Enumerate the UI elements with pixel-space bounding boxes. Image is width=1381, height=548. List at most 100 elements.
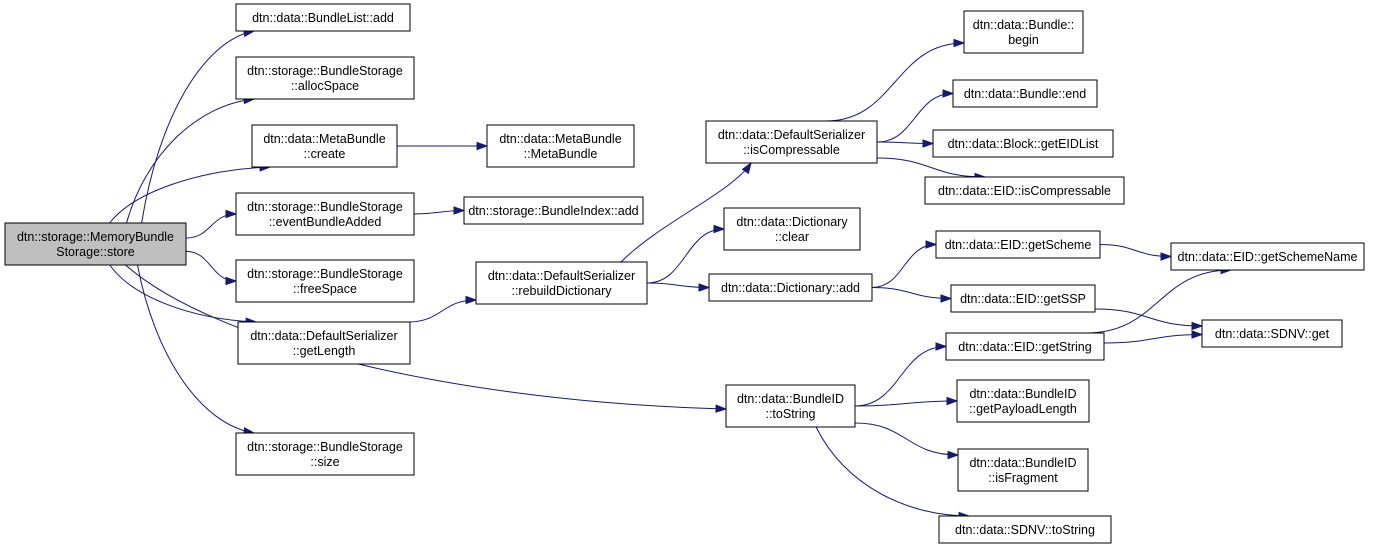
node-box xyxy=(251,124,398,168)
edge-line xyxy=(854,400,958,407)
node-iscomp[interactable]: dtn::data::DefaultSerializer::isCompress… xyxy=(705,120,878,164)
node-mb_create[interactable]: dtn::data::MetaBundle::create xyxy=(251,124,398,168)
arrowhead xyxy=(1191,321,1204,331)
node-eid_ssp[interactable]: dtn::data::EID::getSSP xyxy=(950,284,1096,313)
arrowhead xyxy=(741,161,752,175)
node-label: dtn::storage::MemoryBundle xyxy=(17,230,174,244)
node-dclear[interactable]: dtn::data::Dictionary::clear xyxy=(723,207,861,251)
node-mb_ctor[interactable]: dtn::data::MetaBundle::MetaBundle xyxy=(486,124,635,168)
edge-dadd-to-eid_scheme xyxy=(871,240,938,288)
node-label: dtn::storage::BundleStorage xyxy=(247,440,403,454)
node-label: dtn::data::Block::getEIDList xyxy=(948,137,1099,151)
edge-iscomp-to-blk_eid xyxy=(876,139,935,148)
arrowhead xyxy=(476,141,489,151)
node-label: begin xyxy=(1008,33,1039,47)
node-bid_frag[interactable]: dtn::data::BundleID::isFragment xyxy=(957,448,1089,492)
node-box xyxy=(963,10,1084,54)
node-getlen[interactable]: dtn::data::DefaultSerializer::getLength xyxy=(237,321,411,365)
arrowhead xyxy=(953,38,966,48)
node-box xyxy=(4,222,187,266)
edge-root-to-alloc xyxy=(126,95,256,224)
node-box xyxy=(725,384,856,428)
edge-dadd-to-eid_ssp xyxy=(871,287,953,303)
node-label: ::isFragment xyxy=(988,471,1058,485)
node-box xyxy=(1201,319,1343,348)
edge-rebuild-to-dadd xyxy=(646,282,711,292)
node-box xyxy=(1170,242,1365,271)
edge-iscomp-to-b_begin xyxy=(825,38,966,122)
node-alloc[interactable]: dtn::storage::BundleStorage::allocSpace xyxy=(235,56,415,100)
node-label: dtn::data::SDNV::get xyxy=(1215,327,1330,341)
edge-line xyxy=(871,244,937,288)
edge-line xyxy=(1085,269,1232,334)
node-box xyxy=(950,284,1096,313)
node-event[interactable]: dtn::storage::BundleStorage::eventBundle… xyxy=(235,192,415,236)
edge-root-to-getlen xyxy=(109,264,258,326)
node-eid_iscomp[interactable]: dtn::data::EID::isCompressable xyxy=(924,176,1125,205)
node-label: dtn::data::EID::getString xyxy=(958,340,1091,354)
node-size[interactable]: dtn::storage::BundleStorage::size xyxy=(235,432,415,476)
node-rebuild[interactable]: dtn::data::DefaultSerializer::rebuildDic… xyxy=(475,261,648,305)
node-label: ::eventBundleAdded xyxy=(269,215,382,229)
node-box xyxy=(475,261,648,305)
node-bid_payload[interactable]: dtn::data::BundleID::getPayloadLength xyxy=(956,379,1090,423)
node-label: ::rebuildDictionary xyxy=(511,284,612,298)
arrowhead xyxy=(925,240,938,249)
node-b_end[interactable]: dtn::data::Bundle::end xyxy=(952,79,1098,108)
arrowhead xyxy=(698,283,711,292)
node-box xyxy=(235,432,415,476)
node-sdnv_get[interactable]: dtn::data::SDNV::get xyxy=(1201,319,1343,348)
edge-eid_scheme-to-eid_schemename xyxy=(1099,244,1173,261)
edge-line xyxy=(854,422,959,456)
edge-eid_ssp-to-sdnv_get xyxy=(1094,308,1204,331)
node-label: ::MetaBundle xyxy=(524,147,598,161)
node-box xyxy=(705,120,878,164)
node-label: dtn::data::BundleID xyxy=(969,387,1076,401)
node-blk_eid[interactable]: dtn::data::Block::getEIDList xyxy=(932,129,1114,158)
node-label: dtn::storage::BundleStorage xyxy=(247,267,403,281)
edge-line xyxy=(876,93,954,143)
node-dadd[interactable]: dtn::data::Dictionary::add xyxy=(708,273,873,302)
node-bl_add[interactable]: dtn::data::BundleList::add xyxy=(235,3,411,32)
edge-line xyxy=(185,213,237,239)
node-bid_tostr[interactable]: dtn::data::BundleID::toString xyxy=(725,384,856,428)
edge-line xyxy=(1099,244,1172,257)
edge-line xyxy=(137,264,255,434)
node-label: dtn::data::Bundle::end xyxy=(964,87,1086,101)
edge-line xyxy=(620,162,752,263)
node-label: ::toString xyxy=(765,407,815,421)
node-bi_add[interactable]: dtn::storage::BundleIndex::add xyxy=(463,196,644,225)
node-b_begin[interactable]: dtn::data::Bundle::begin xyxy=(963,10,1084,54)
edge-root-to-free xyxy=(185,250,238,286)
arrowhead xyxy=(225,276,238,286)
node-box xyxy=(957,448,1089,492)
node-label: dtn::data::EID::getScheme xyxy=(945,238,1092,252)
arrowhead xyxy=(465,295,478,305)
node-box xyxy=(952,79,1098,108)
node-label: dtn::data::BundleList::add xyxy=(252,11,394,25)
node-box xyxy=(235,192,415,236)
node-eid_schemename[interactable]: dtn::data::EID::getSchemeName xyxy=(1170,242,1365,271)
node-label: dtn::data::Dictionary xyxy=(736,215,848,229)
node-box xyxy=(945,332,1105,361)
node-label: ::clear xyxy=(775,230,809,244)
edge-line xyxy=(1094,308,1203,327)
edge-line xyxy=(815,426,970,517)
node-box xyxy=(723,207,861,251)
node-label: dtn::data::EID::isCompressable xyxy=(938,184,1111,198)
node-eid_str[interactable]: dtn::data::EID::getString xyxy=(945,332,1105,361)
edge-line xyxy=(109,166,271,224)
node-box xyxy=(237,321,411,365)
node-free[interactable]: dtn::storage::BundleStorage::freeSpace xyxy=(235,259,415,303)
node-box xyxy=(956,379,1090,423)
node-label: dtn::data::DefaultSerializer xyxy=(250,329,397,343)
node-box xyxy=(935,230,1101,259)
node-sdnv_tostr[interactable]: dtn::data::SDNV::toString xyxy=(938,515,1112,544)
node-box xyxy=(235,259,415,303)
arrowhead xyxy=(947,450,960,460)
node-eid_scheme[interactable]: dtn::data::EID::getScheme xyxy=(935,230,1101,259)
arrowhead xyxy=(922,139,935,148)
node-label: dtn::data::Bundle:: xyxy=(973,18,1074,32)
node-box xyxy=(924,176,1125,205)
